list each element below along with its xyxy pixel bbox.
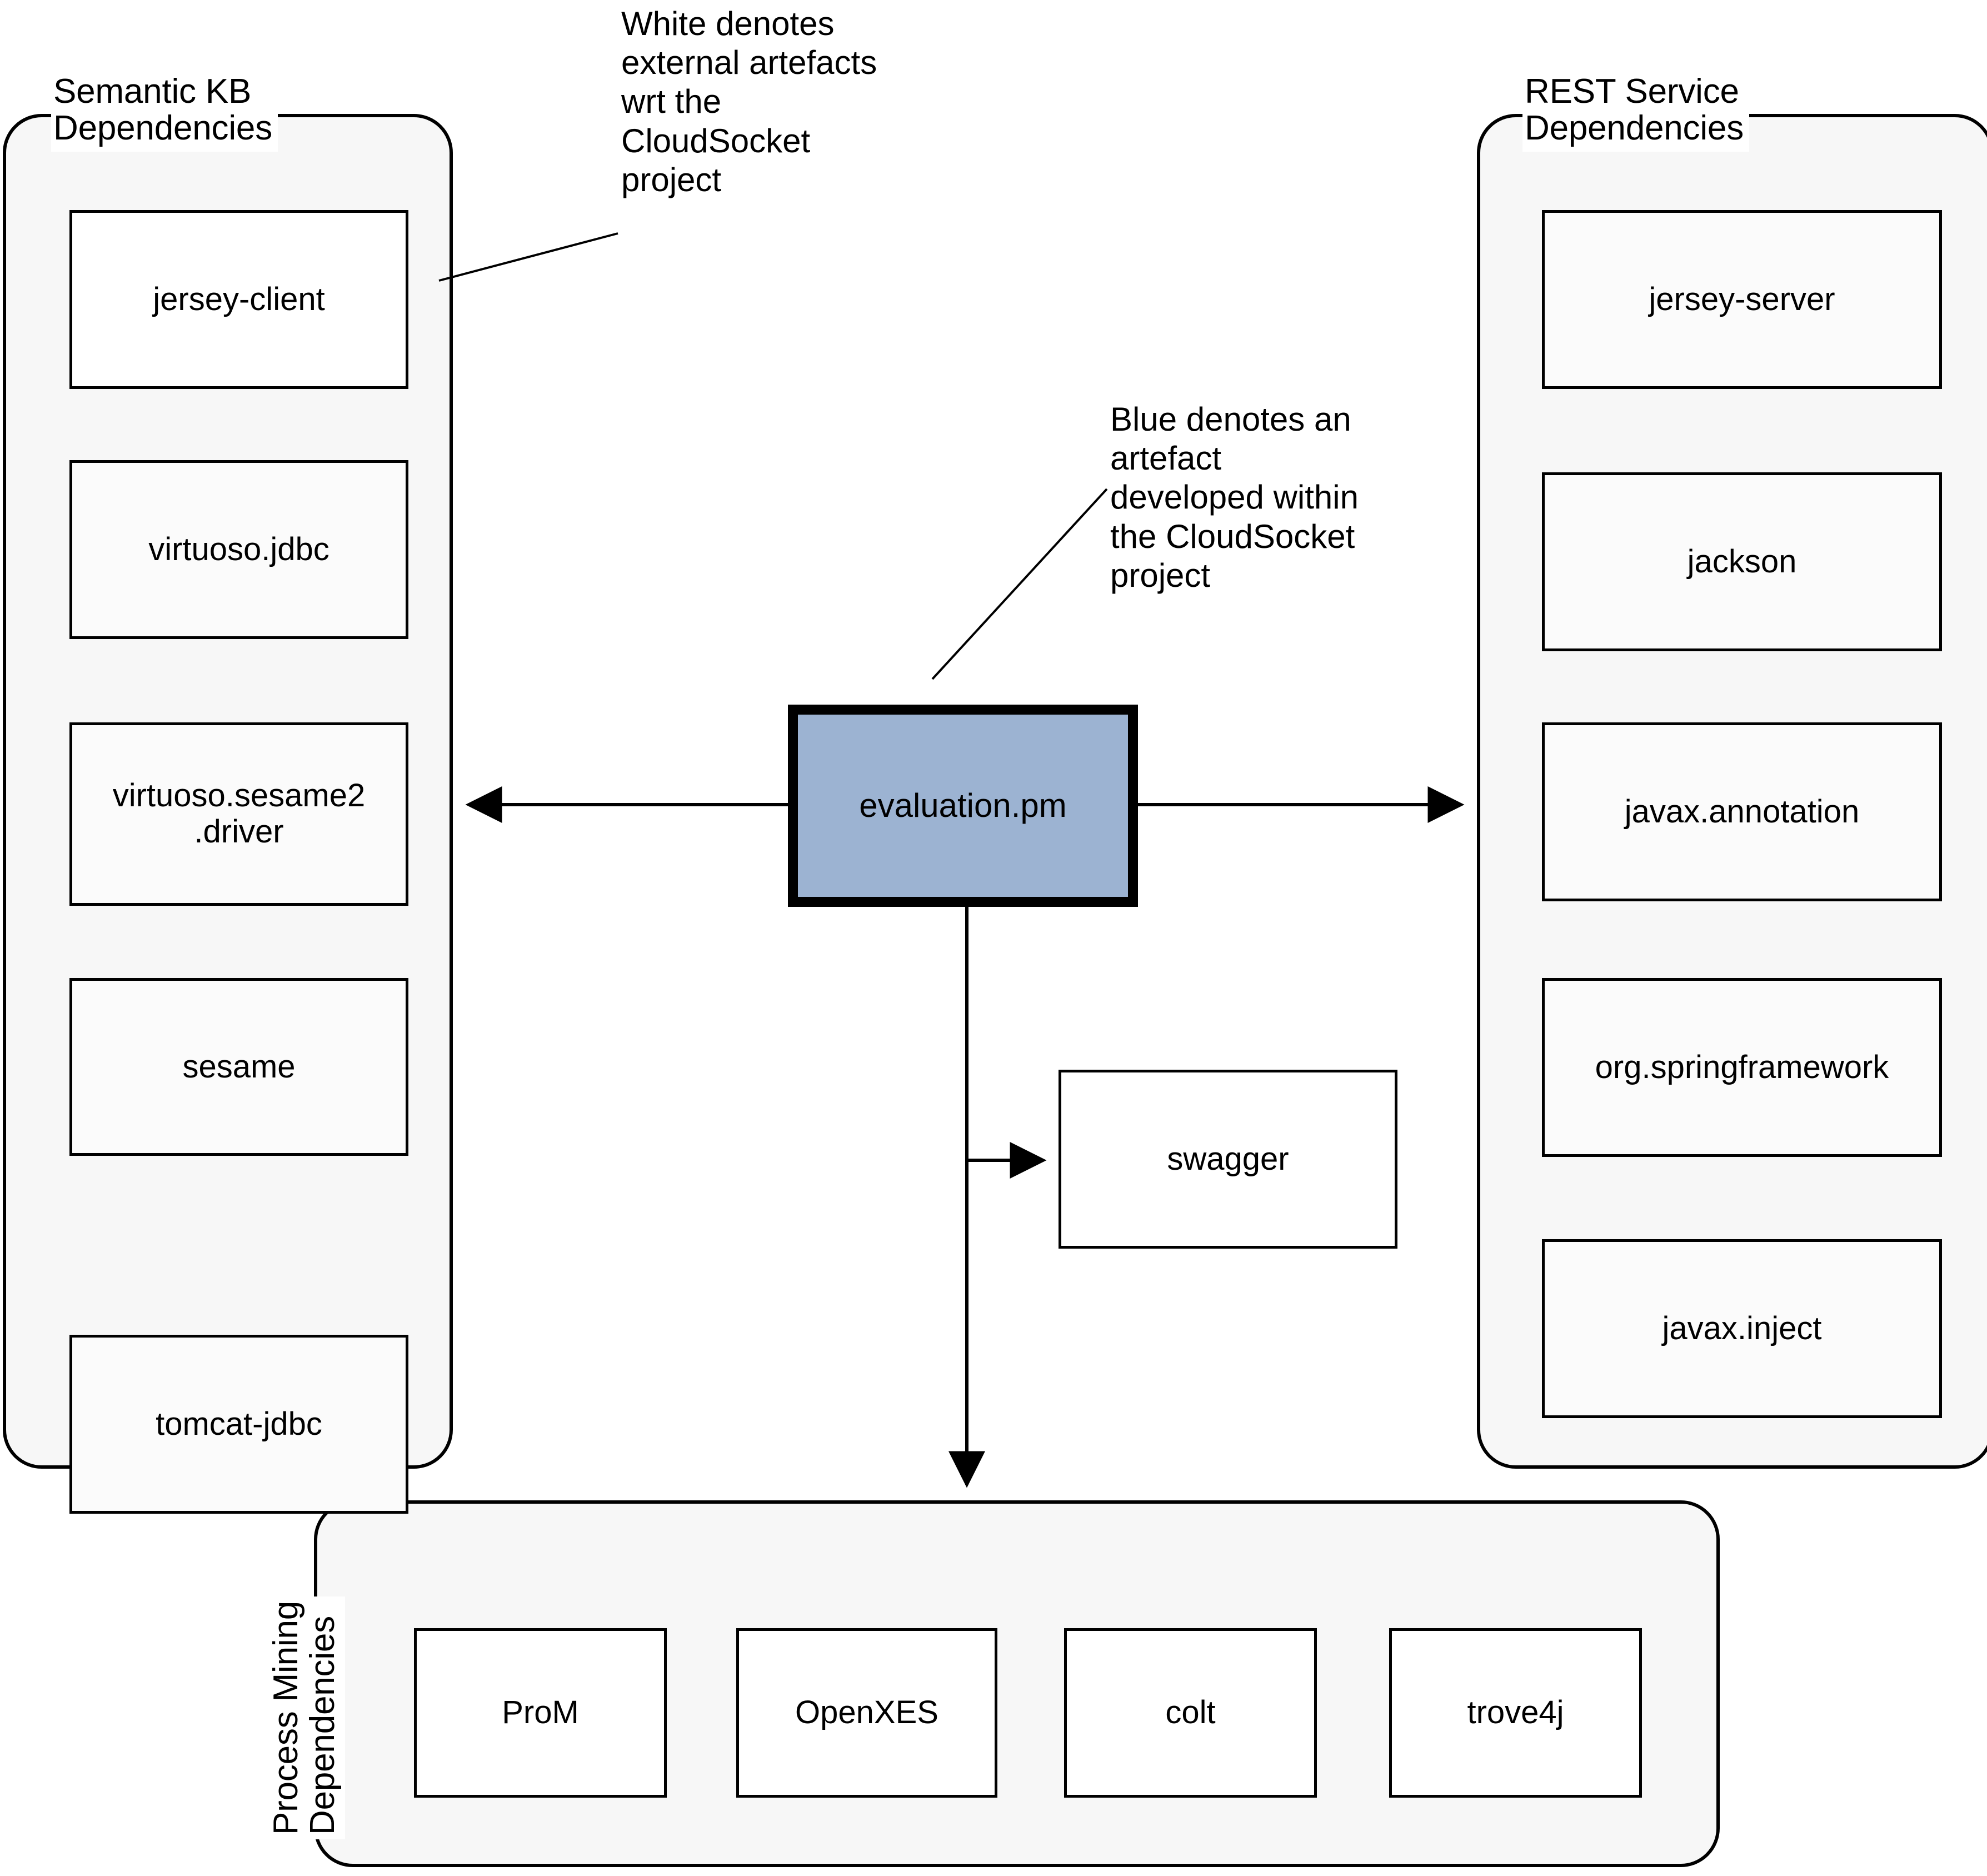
group-label-rest-service: REST Service Dependencies <box>1522 71 1750 152</box>
node-label: org.springframework <box>1595 1049 1889 1085</box>
node-swagger[interactable]: swagger <box>1059 1070 1397 1249</box>
node-label: jersey-client <box>153 281 325 317</box>
node-jackson[interactable]: jackson <box>1542 472 1942 651</box>
note-blue-legend: Blue denotes an artefact developed withi… <box>1110 401 1359 594</box>
node-label: jersey-server <box>1649 281 1835 317</box>
node-label: OpenXES <box>795 1694 938 1731</box>
node-label: tomcat-jdbc <box>156 1405 322 1442</box>
node-virtuoso-sesame2-driver[interactable]: virtuoso.sesame2 .driver <box>69 722 408 906</box>
node-label: javax.inject <box>1662 1310 1822 1346</box>
group-label-process-mining: Process Mining Dependencies <box>266 1596 345 1839</box>
node-label: evaluation.pm <box>859 787 1067 825</box>
node-label: virtuoso.sesame2 .driver <box>112 777 366 850</box>
node-jersey-client[interactable]: jersey-client <box>69 210 408 389</box>
group-label-semantic-kb: Semantic KB Dependencies <box>51 71 278 152</box>
callout-leader-white <box>438 232 618 282</box>
node-sesame[interactable]: sesame <box>69 978 408 1156</box>
node-openxes[interactable]: OpenXES <box>736 1628 997 1798</box>
node-javax-inject[interactable]: javax.inject <box>1542 1239 1942 1418</box>
node-label: trove4j <box>1467 1694 1564 1731</box>
node-evaluation-pm[interactable]: evaluation.pm <box>788 705 1138 907</box>
node-colt[interactable]: colt <box>1064 1628 1317 1798</box>
node-trove4j[interactable]: trove4j <box>1389 1628 1642 1798</box>
node-label: ProM <box>502 1694 579 1731</box>
note-white-legend: White denotes external artefacts wrt the… <box>621 5 877 198</box>
node-label: colt <box>1165 1694 1216 1731</box>
node-label: virtuoso.jdbc <box>148 531 329 567</box>
callout-leader-blue <box>931 488 1108 680</box>
node-label: jackson <box>1687 543 1797 580</box>
node-javax-annotation[interactable]: javax.annotation <box>1542 722 1942 901</box>
node-virtuoso-jdbc[interactable]: virtuoso.jdbc <box>69 460 408 639</box>
node-jersey-server[interactable]: jersey-server <box>1542 210 1942 389</box>
node-label: swagger <box>1167 1140 1289 1177</box>
node-org-springframework[interactable]: org.springframework <box>1542 978 1942 1157</box>
node-tomcat-jdbc[interactable]: tomcat-jdbc <box>69 1335 408 1514</box>
node-prom[interactable]: ProM <box>414 1628 667 1798</box>
node-label: javax.annotation <box>1624 793 1860 830</box>
node-label: sesame <box>182 1048 296 1085</box>
